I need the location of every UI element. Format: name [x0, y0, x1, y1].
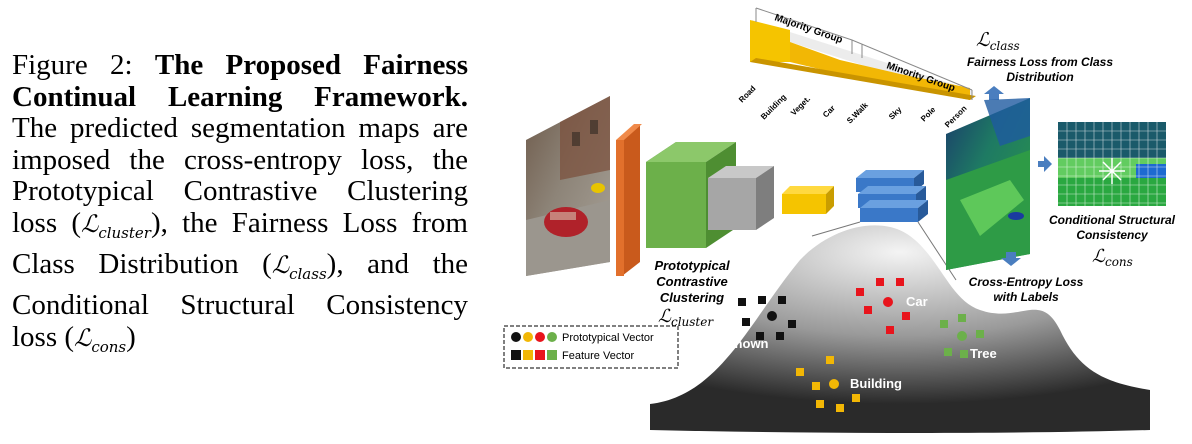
- pcc-loss-symbol: ℒcluster: [658, 306, 714, 329]
- segmentation-map: [946, 98, 1030, 270]
- cluster-hill: [650, 225, 1150, 404]
- legend-feature-vector: Feature Vector: [562, 350, 634, 362]
- arrow-right-icon: [1038, 156, 1052, 172]
- caption-text-4: ): [126, 320, 136, 353]
- class-distribution-chart: Majority Group Minority Group Road Build…: [737, 7, 976, 130]
- prototype-unknown: [767, 311, 777, 321]
- figure-title: The Proposed Fairness Continual Learning…: [12, 49, 468, 113]
- fairness-loss-label-line1: Fairness Loss from Class: [967, 55, 1113, 69]
- pcc-label-line3: Clustering: [660, 290, 724, 305]
- framework-figure: Majority Group Minority Group Road Build…: [503, 7, 1176, 433]
- class-label-person: Person: [943, 104, 969, 130]
- ce-loss-label-line1: Cross-Entropy Loss: [969, 275, 1084, 289]
- class-label-pole: Pole: [919, 105, 938, 124]
- csc-loss-symbol: ℒcons: [1092, 246, 1133, 269]
- class-label-sidewalk: S.Walk: [845, 100, 870, 125]
- cluster-label-tree: Tree: [970, 346, 997, 361]
- arrow-down-icon: [1001, 252, 1021, 266]
- csc-label-line2: Consistency: [1076, 228, 1149, 242]
- feature-blocks: [856, 170, 928, 222]
- cluster-label-car: Car: [906, 294, 928, 309]
- arrow-up-icon: [984, 86, 1004, 100]
- prototype-tree: [957, 331, 967, 341]
- cluster-car: [856, 278, 910, 334]
- class-label-car: Car: [821, 104, 837, 120]
- pcc-label-line1: Prototypical: [654, 258, 730, 273]
- cluster-unknown: [738, 296, 796, 340]
- prototype-car: [883, 297, 893, 307]
- loss-class-symbol: ℒclass: [271, 250, 327, 283]
- caption-text-2: ), the Fairness Loss from Class Distribu…: [12, 206, 468, 280]
- encoder-orange-block: [616, 124, 642, 276]
- encoder-yellow-block: [782, 186, 834, 214]
- class-label-sky: Sky: [887, 105, 904, 122]
- input-image: [526, 96, 610, 276]
- legend: Prototypical Vector Feature Vector: [503, 325, 679, 369]
- cluster-tree: [940, 314, 984, 358]
- figure-caption: Figure 2: The Proposed Fairness Continua…: [12, 49, 468, 363]
- loss-cluster-symbol: ℒcluster: [81, 209, 151, 242]
- class-label-road: Road: [737, 84, 758, 105]
- loss-cons-symbol: ℒcons: [74, 323, 127, 356]
- class-label-building: Building: [759, 92, 788, 121]
- neighborhood-star-icon: [1099, 158, 1125, 184]
- cluster-building: [796, 356, 860, 412]
- figure-label: Figure 2:: [12, 49, 133, 81]
- cluster-label-unknown: Unknown: [710, 336, 769, 351]
- legend-prototypical-vector: Prototypical Vector: [562, 332, 654, 344]
- class-label-vegetation: Veget.: [789, 94, 812, 117]
- ce-loss-label-line2: with Labels: [993, 290, 1059, 304]
- csc-map: [1058, 122, 1166, 206]
- encoder-gray-block: [708, 166, 774, 230]
- caption-text-3: ), and the Conditional Structural Consis…: [12, 247, 468, 353]
- csc-label-line1: Conditional Structural: [1049, 213, 1176, 227]
- caption-text-1: The predicted segmentation maps are impo…: [12, 112, 468, 239]
- fairness-loss-label-line2: Distribution: [1006, 70, 1073, 84]
- cluster-label-building: Building: [850, 376, 902, 391]
- prototype-building: [829, 379, 839, 389]
- fairness-loss-symbol: ℒclass: [976, 29, 1020, 53]
- pcc-label-line2: Contrastive: [656, 274, 728, 289]
